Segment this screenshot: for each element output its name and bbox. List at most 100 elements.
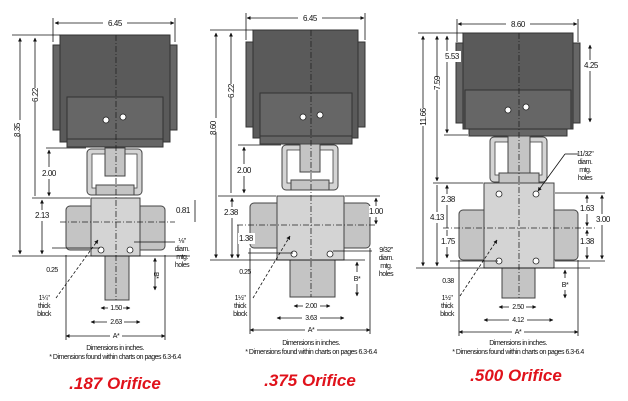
note-charts: * Dimensions found within charts on page…	[452, 349, 584, 356]
bottom-stem	[104, 255, 130, 301]
dim-overall-width: A*	[113, 333, 120, 340]
block-label: block	[233, 311, 248, 318]
dim-side-height: 4.25	[584, 61, 599, 70]
block-label: block	[440, 311, 455, 318]
dim-hole-offset: 0.25	[46, 267, 58, 274]
holes-label: 11/32"	[577, 151, 594, 158]
actuator-cover	[464, 89, 572, 130]
note-units: Dimensions in inches.	[282, 340, 340, 347]
screw-icon	[522, 103, 530, 111]
holes-label: mtg.	[176, 254, 188, 261]
dim-hole-offset: 0.25	[239, 269, 251, 276]
dim-width-top: 6.45	[303, 14, 318, 23]
panel-187-orifice: 6.45 8.35 6.22 2.00 2.13 0.25 0.81 B* ⅛"…	[12, 18, 196, 393]
dim-block-width: 3.63	[305, 315, 317, 322]
dim-block-total: 4.13	[430, 213, 445, 222]
dim-hole-spacing: 2.50	[512, 304, 524, 311]
dim-bracket-height: 2.00	[237, 166, 252, 175]
block-label: 1¼"	[39, 295, 51, 302]
mounting-hole	[126, 246, 134, 254]
mounting-hole	[326, 250, 334, 258]
dim-width-top: 8.60	[511, 20, 526, 29]
dim-actuator-height: 5.53	[445, 52, 460, 61]
dim-overall-height: 8.35	[13, 122, 22, 137]
holes-label: mtg.	[380, 263, 392, 270]
valve-stem	[299, 143, 321, 173]
note-units: Dimensions in inches.	[86, 345, 144, 352]
dim-block-height: 2.38	[441, 195, 456, 204]
actuator-base	[468, 128, 568, 137]
note-charts: * Dimensions found within charts on page…	[245, 349, 377, 356]
mounting-hole	[97, 246, 105, 254]
holes-label: diam.	[379, 255, 394, 262]
holes-label: holes	[379, 271, 394, 278]
dim-actuator-height: 6.22	[31, 87, 40, 102]
bottom-stem	[501, 267, 536, 299]
dim-block-width: 2.63	[110, 319, 122, 326]
actuator-cover	[66, 96, 164, 140]
screw-icon	[299, 113, 307, 121]
block-label: block	[37, 311, 52, 318]
actuator-cover	[259, 92, 353, 137]
block-label: thick	[38, 303, 51, 310]
holes-label: holes	[175, 262, 190, 269]
dim-stem-length: B*	[562, 282, 569, 289]
panel-500-orifice: 8.60 11.66 7.59 5.53 4.25 2.38 4.13 1.75…	[416, 19, 611, 385]
mounting-hole	[290, 250, 298, 258]
mounting-hole	[532, 257, 540, 265]
dim-hole-offset: 0.38	[442, 278, 454, 285]
dim-actuator-height: 6.22	[227, 83, 236, 98]
dim-right-lower: 1.38	[580, 237, 595, 246]
dim-stem-length: B*	[152, 272, 159, 279]
block-label: thick	[234, 303, 247, 310]
block-label: 1½"	[235, 294, 247, 302]
orifice-title: .375 Orifice	[264, 371, 356, 390]
dim-width-top: 6.45	[108, 19, 123, 28]
dim-pipe-center-low: 1.75	[441, 237, 456, 246]
dim-block-height: 2.13	[35, 211, 50, 220]
dim-overall-width: A*	[308, 327, 315, 334]
actuator-base	[259, 135, 353, 145]
screw-icon	[504, 106, 512, 114]
orifice-title: .500 Orifice	[470, 366, 562, 385]
note-units: Dimensions in inches.	[489, 340, 547, 347]
mounting-hole	[532, 190, 540, 198]
holes-label: holes	[578, 175, 593, 182]
coupling	[290, 179, 330, 191]
holes-label: ⅛"	[178, 238, 186, 245]
actuator-base	[66, 138, 164, 148]
dim-right-upper: 1.63	[580, 204, 595, 213]
panel-375-orifice: 6.45 8.60 6.22 2.00 2.38 1.38 0.25 1.00 …	[209, 13, 395, 390]
coupling	[95, 184, 135, 196]
dim-hole-spacing: 2.00	[305, 303, 317, 310]
valve-block	[90, 197, 141, 257]
dim-bracket-height: 2.00	[42, 169, 57, 178]
valve-block	[276, 195, 345, 261]
note-charts: * Dimensions found within charts on page…	[49, 354, 181, 361]
holes-label: 9/32"	[379, 247, 394, 254]
dim-overall-height: 8.60	[209, 120, 218, 135]
mounting-hole	[495, 190, 503, 198]
dim-right-total: 3.00	[596, 215, 611, 224]
dim-upper-height: 7.59	[433, 75, 442, 90]
holes-label: mtg.	[579, 167, 591, 174]
block-label: 1½"	[442, 294, 454, 302]
dim-stem-length: B*	[354, 276, 361, 283]
dim-pipe-center: 1.00	[369, 207, 384, 216]
screw-icon	[316, 111, 324, 119]
bottom-stem	[289, 259, 336, 298]
dim-pipe-center: 0.81	[176, 206, 191, 215]
dim-block-width: 4.12	[512, 317, 524, 324]
dim-overall-height: 11.66	[419, 107, 428, 125]
dim-block-height: 2.38	[224, 208, 239, 217]
block-label: thick	[441, 303, 454, 310]
dim-pipe-center-low: 1.38	[239, 234, 254, 243]
holes-label: diam.	[578, 159, 593, 166]
holes-label: diam.	[175, 246, 190, 253]
dim-overall-width: A*	[515, 329, 522, 336]
screw-icon	[119, 113, 127, 121]
valve-stem	[104, 147, 126, 177]
dim-hole-spacing: 1.50	[110, 305, 122, 312]
screw-icon	[102, 116, 110, 124]
